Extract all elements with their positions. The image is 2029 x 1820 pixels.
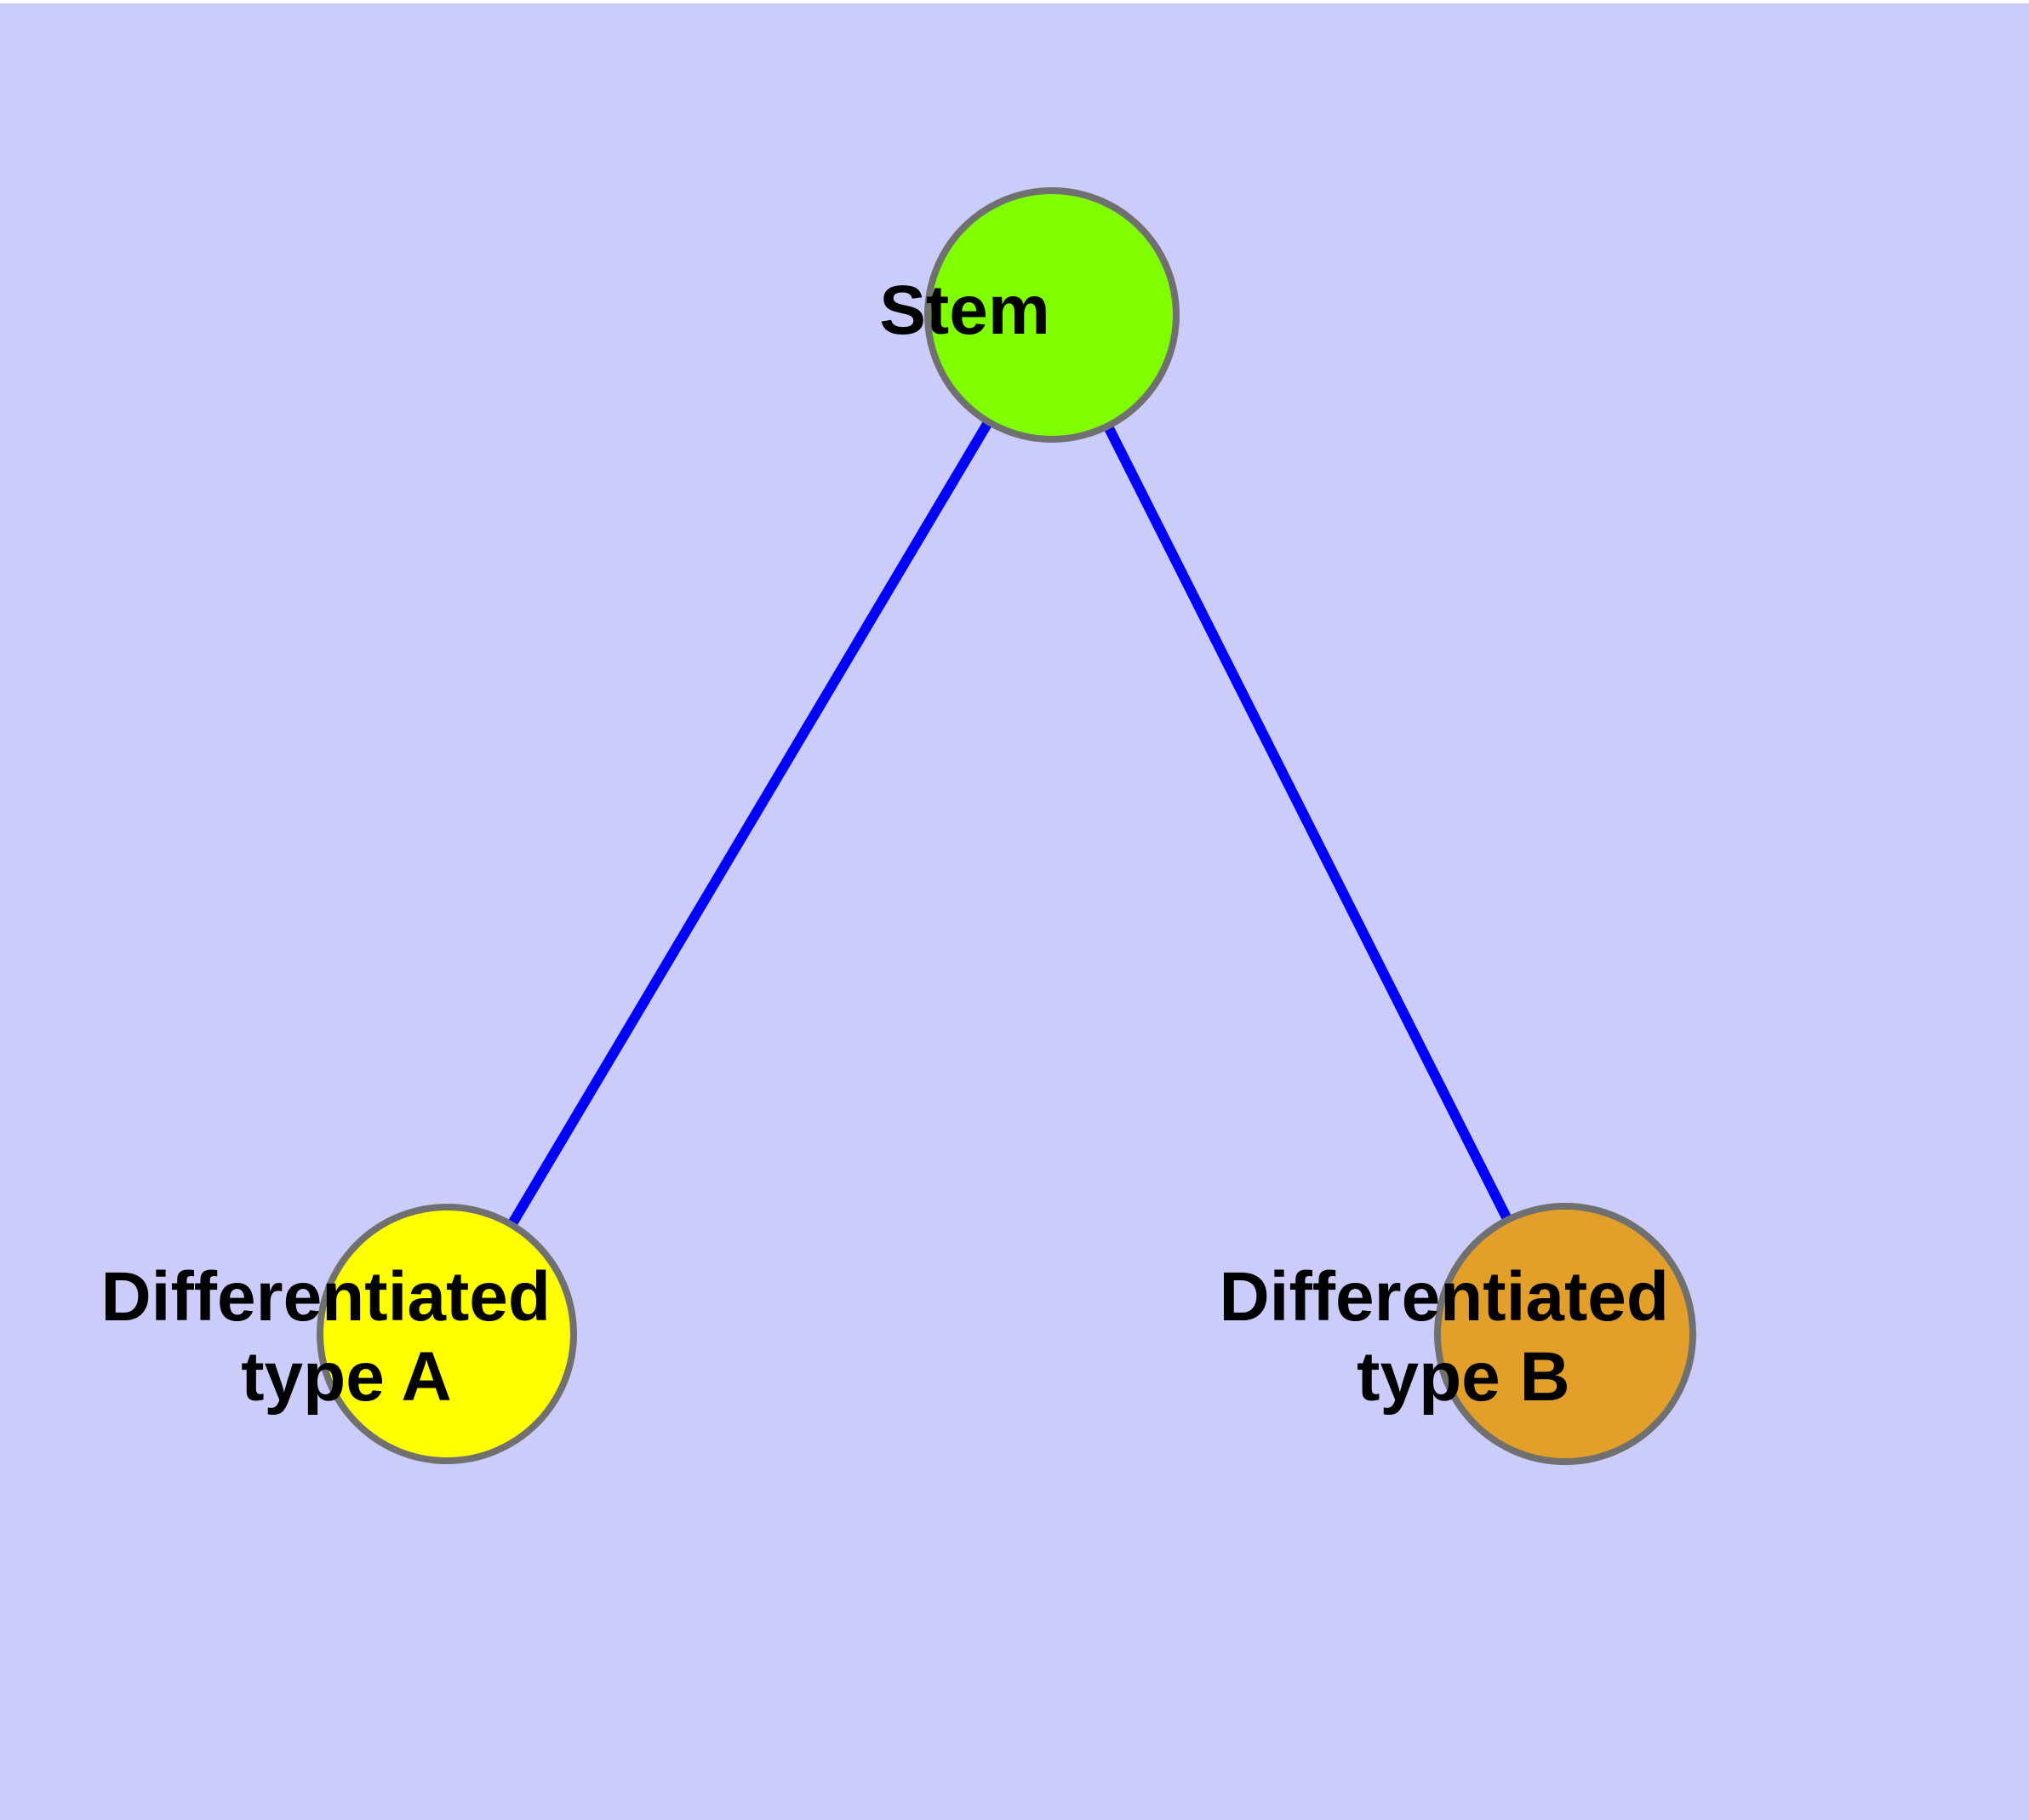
node-differentiated-type-a[interactable] [317, 1204, 577, 1464]
node-label-diff-a-line2: type A [241, 1338, 450, 1416]
labels-layer: Stem Differentiated type A Differentiate… [100, 272, 1882, 1416]
edges-layer [442, 312, 1570, 1337]
node-label-diff-b-line1: Differentiated [1219, 1258, 1669, 1336]
nodes-layer [317, 187, 1696, 1465]
edge-stem-to-differentiated-type-a[interactable] [442, 312, 1057, 1337]
node-differentiated-type-b[interactable] [1434, 1203, 1696, 1465]
node-label-diff-b-line2: type B [1357, 1338, 1570, 1416]
graph-svg: Stem Differentiated type A Differentiate… [100, 187, 1882, 1465]
node-label-differentiated-type-a: Differentiated type A [100, 1258, 763, 1416]
graph-plot-area: Stem Differentiated type A Differentiate… [0, 3, 2029, 1820]
node-label-differentiated-type-b: Differentiated type B [1219, 1258, 1882, 1416]
node-stem[interactable] [924, 187, 1180, 443]
node-label-stem-line1: Stem [879, 272, 1050, 349]
edge-stem-to-differentiated-type-b[interactable] [1047, 312, 1570, 1336]
node-label-diff-a-line1: Differentiated [100, 1258, 551, 1336]
node-label-stem: Stem [879, 272, 1225, 349]
